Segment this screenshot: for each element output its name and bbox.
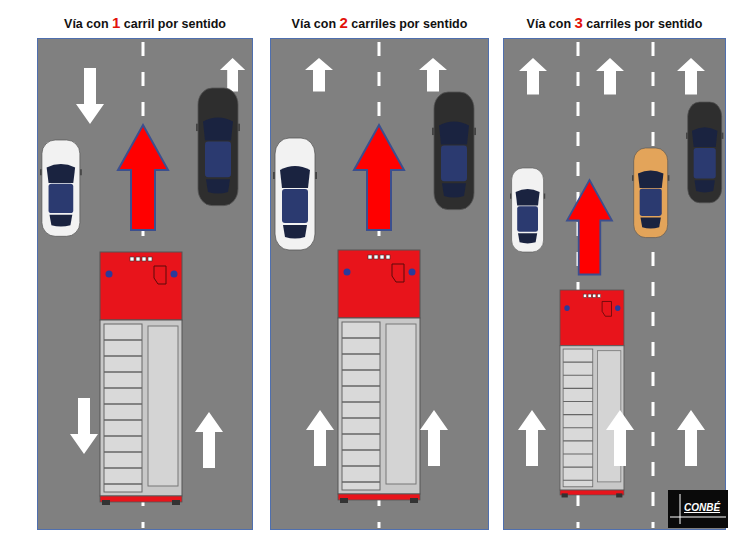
lane-divider	[142, 42, 145, 528]
white-arrow	[419, 58, 447, 92]
fire-truck	[338, 250, 420, 503]
white-arrow	[220, 58, 245, 92]
white-arrow	[519, 58, 547, 94]
white-arrow	[195, 412, 223, 468]
white-arrow	[420, 410, 448, 466]
white-arrow	[518, 410, 546, 466]
black-car	[432, 92, 476, 210]
lane-divider	[652, 42, 655, 528]
white-arrow	[677, 58, 705, 94]
fire-truck	[560, 290, 624, 497]
panel-heading: Vía con 3 carriles por sentido	[494, 14, 735, 33]
white-arrow	[596, 58, 624, 94]
lane-divider	[577, 42, 580, 528]
white-car	[510, 168, 545, 252]
road-panel: Vía con 1 carril por sentido	[37, 38, 253, 530]
red-arrow	[118, 125, 168, 230]
fire-truck	[100, 252, 182, 505]
logo-box	[668, 490, 728, 528]
white-arrow	[305, 58, 333, 92]
panel-heading: Vía con 2 carriles por sentido	[261, 14, 498, 33]
lane-divider	[378, 42, 381, 528]
red-arrow	[567, 180, 612, 275]
lane-dividers	[143, 42, 653, 528]
logo-text: CONBÉ	[684, 502, 720, 513]
black-car	[196, 88, 240, 206]
white-car	[40, 140, 82, 236]
white-arrow	[306, 410, 334, 466]
white-arrow	[70, 398, 98, 454]
orange-car	[632, 148, 669, 238]
logo-line	[670, 517, 726, 518]
white-arrow	[677, 410, 705, 466]
panel-heading: Vía con 1 carril por sentido	[28, 14, 262, 33]
white-car	[273, 138, 317, 250]
red-arrow	[354, 125, 404, 230]
black-car	[686, 102, 723, 203]
road-panel: Vía con 3 carriles por sentido	[503, 38, 726, 530]
logo-line	[680, 494, 681, 524]
road-panel: Vía con 2 carriles por sentido	[270, 38, 489, 530]
white-arrow	[606, 410, 634, 466]
white-arrow	[76, 68, 104, 124]
